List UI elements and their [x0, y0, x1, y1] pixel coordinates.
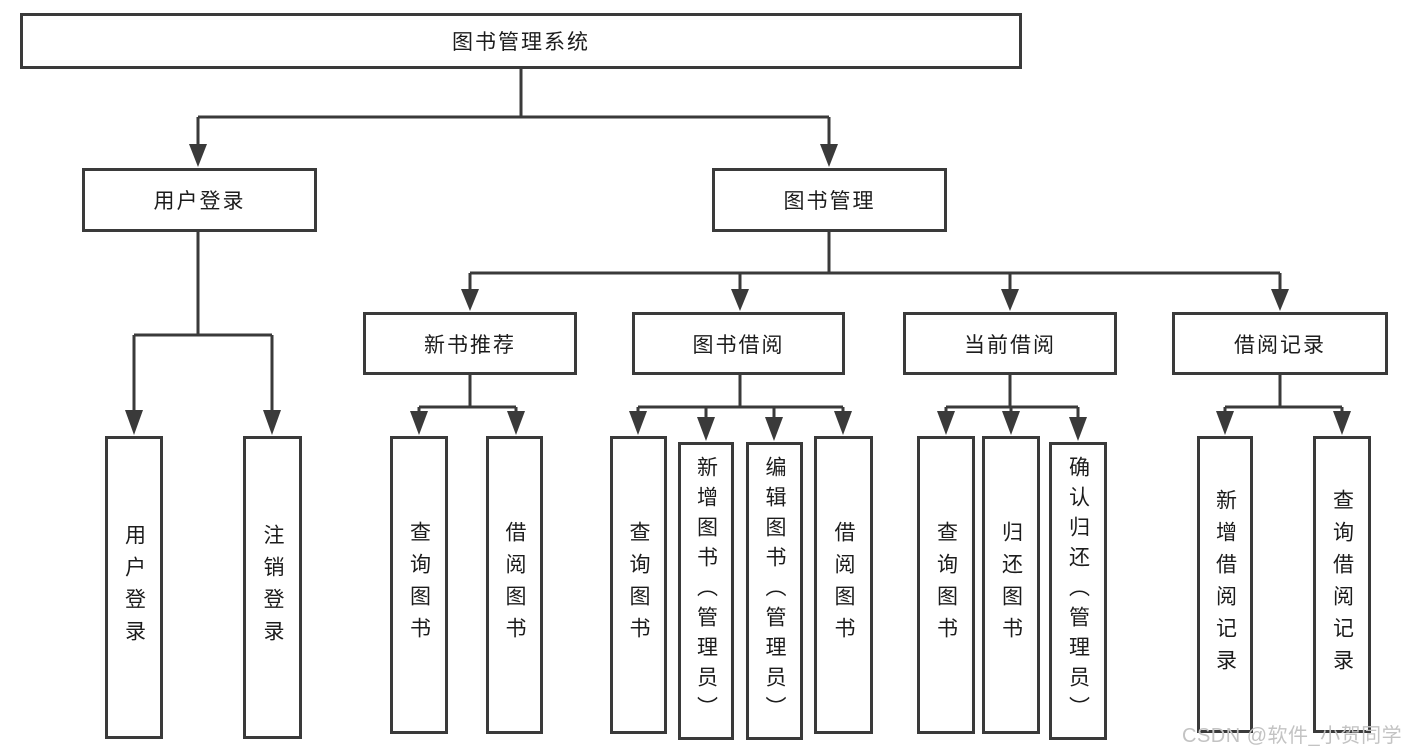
node-label: 编辑图书（管理员） — [763, 456, 786, 726]
node-label: 新书推荐 — [424, 333, 516, 357]
leaf-user-login: 用户登录 — [105, 436, 163, 739]
node-label: 用户登录 — [122, 523, 146, 652]
node-label: 用户登录 — [153, 190, 246, 213]
leaf-bb-query-books: 查询图书 — [610, 436, 667, 734]
node-book-borrow: 图书借阅 — [632, 312, 845, 375]
node-label: 借阅图书 — [503, 521, 526, 649]
node-label: 归还图书 — [999, 521, 1023, 649]
node-label: 借阅记录 — [1234, 333, 1326, 357]
leaf-nb-borrow-books: 借阅图书 — [486, 436, 543, 734]
node-label: 注销登录 — [261, 523, 284, 652]
node-new-book-recommend: 新书推荐 — [363, 312, 577, 375]
node-label: 当前借阅 — [964, 333, 1056, 357]
leaf-cb-confirm-return-admin: 确认归还（管理员） — [1049, 442, 1107, 740]
node-label: 借阅图书 — [832, 521, 855, 649]
node-label: 确认归还（管理员） — [1066, 456, 1090, 726]
node-label: 查询图书 — [407, 521, 431, 649]
leaf-logout-login: 注销登录 — [243, 436, 302, 739]
node-label: 新增借阅记录 — [1213, 488, 1237, 681]
leaf-bb-add-books-admin: 新增图书（管理员） — [678, 442, 734, 740]
node-label: 图书管理 — [783, 190, 876, 213]
leaf-bb-borrow-books: 借阅图书 — [814, 436, 873, 734]
watermark: CSDN @软件_小贺同学 — [1182, 725, 1403, 747]
leaf-cb-return-books: 归还图书 — [982, 436, 1040, 734]
node-label: 新增图书（管理员） — [694, 456, 718, 726]
node-user-login: 用户登录 — [82, 168, 317, 232]
leaf-add-borrow-record: 新增借阅记录 — [1197, 436, 1253, 733]
leaf-query-borrow-record: 查询借阅记录 — [1313, 436, 1371, 733]
node-label: 查询图书 — [934, 521, 958, 649]
node-label: 查询图书 — [627, 521, 650, 649]
node-label: 查询借阅记录 — [1330, 488, 1354, 681]
node-book-management: 图书管理 — [712, 168, 947, 232]
node-label: 图书管理系统 — [452, 31, 590, 54]
leaf-bb-edit-books-admin: 编辑图书（管理员） — [746, 442, 803, 740]
node-current-borrow: 当前借阅 — [903, 312, 1117, 375]
leaf-nb-query-books: 查询图书 — [390, 436, 448, 734]
node-borrow-records: 借阅记录 — [1172, 312, 1388, 375]
node-library-system: 图书管理系统 — [20, 13, 1022, 69]
leaf-cb-query-books: 查询图书 — [917, 436, 975, 734]
node-label: 图书借阅 — [692, 333, 785, 357]
